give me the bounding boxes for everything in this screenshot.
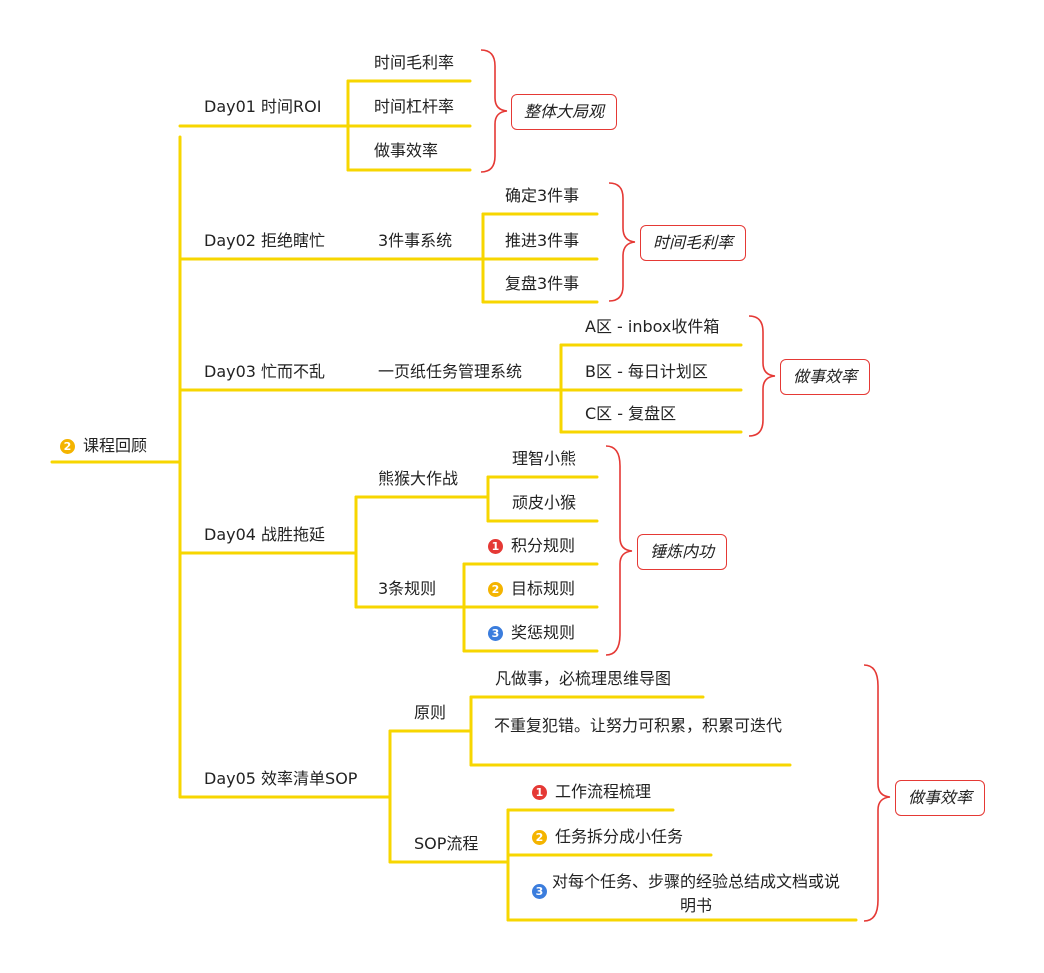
day01-brace — [480, 49, 508, 173]
day02-brace — [608, 182, 636, 302]
day04-group-2[interactable]: 3条规则 — [378, 579, 437, 598]
day05-g2-item-3[interactable]: 3 对每个任务、步骤的经验总结成文档或说明书 — [532, 870, 852, 918]
day04-summary-callout[interactable]: 锤炼内功 — [637, 534, 728, 570]
day05-g1-item-1[interactable]: 凡做事，必梳理思维导图 — [495, 669, 672, 688]
day01-topic[interactable]: Day01 时间ROI — [204, 97, 322, 116]
day03-subtopic[interactable]: 一页纸任务管理系统 — [378, 362, 523, 381]
day04-g1-item-1[interactable]: 理智小熊 — [512, 449, 577, 468]
day03-topic[interactable]: Day03 忙而不乱 — [204, 362, 326, 381]
day02-summary-callout[interactable]: 时间毛利率 — [640, 225, 747, 261]
day05-brace — [863, 664, 891, 922]
day03-item-3[interactable]: C区 - 复盘区 — [585, 404, 677, 423]
day01-summary-callout[interactable]: 整体大局观 — [511, 94, 618, 130]
day04-topic[interactable]: Day04 战胜拖延 — [204, 525, 326, 544]
day05-group-1[interactable]: 原则 — [414, 703, 447, 722]
day02-item-2[interactable]: 推进3件事 — [505, 231, 580, 250]
day02-item-3[interactable]: 复盘3件事 — [505, 274, 580, 293]
day03-item-2[interactable]: B区 - 每日计划区 — [585, 362, 708, 381]
number-3-icon: 3 — [488, 626, 503, 641]
day02-item-1[interactable]: 确定3件事 — [505, 186, 580, 205]
number-2-icon: 2 — [488, 582, 503, 597]
day01-item-3[interactable]: 做事效率 — [374, 141, 439, 160]
day05-g1-item-2[interactable]: 不重复犯错。让努力可积累，积累可迭代 — [493, 716, 782, 735]
number-1-icon: 1 — [488, 539, 503, 554]
root-topic-label: 课程回顾 — [83, 436, 148, 455]
day03-brace — [748, 315, 776, 437]
day03-summary-callout[interactable]: 做事效率 — [780, 359, 871, 395]
number-3-icon: 3 — [532, 884, 547, 899]
day02-subtopic[interactable]: 3件事系统 — [378, 231, 453, 250]
root-topic[interactable]: 2 课程回顾 — [60, 436, 147, 456]
number-2-icon: 2 — [60, 439, 75, 454]
number-2-icon: 2 — [532, 830, 547, 845]
day01-item-1[interactable]: 时间毛利率 — [374, 53, 455, 72]
day05-group-2[interactable]: SOP流程 — [414, 834, 479, 853]
day04-group-1[interactable]: 熊猴大作战 — [378, 469, 459, 488]
day04-brace — [605, 445, 633, 656]
day03-item-1[interactable]: A区 - inbox收件箱 — [585, 317, 720, 336]
day05-topic[interactable]: Day05 效率清单SOP — [204, 769, 358, 788]
day05-summary-callout[interactable]: 做事效率 — [895, 780, 986, 816]
day01-item-2[interactable]: 时间杠杆率 — [374, 97, 455, 116]
number-1-icon: 1 — [532, 785, 547, 800]
day04-g1-item-2[interactable]: 顽皮小猴 — [512, 493, 577, 512]
day02-topic[interactable]: Day02 拒绝瞎忙 — [204, 231, 326, 250]
